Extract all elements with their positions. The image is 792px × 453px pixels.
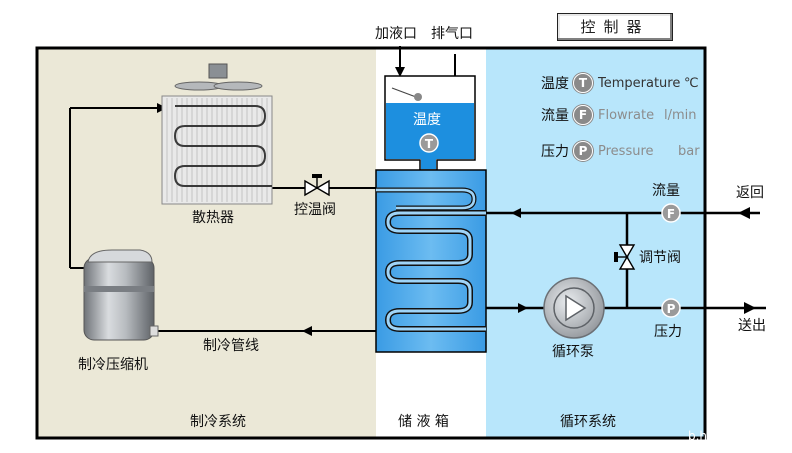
legend-flow-cn: 流量 <box>541 108 569 124</box>
compressor-top <box>87 249 153 263</box>
refrig-pipe-label: 制冷管线 <box>203 338 259 354</box>
temp-valve-handle <box>312 174 322 178</box>
pump-label: 循环泵 <box>552 344 594 360</box>
pressure-icon: P <box>573 141 593 161</box>
float-arm <box>391 87 417 98</box>
pressure-label: 压力 <box>654 324 682 340</box>
outer-frame <box>35 46 707 440</box>
inlet-label: 加液口 <box>375 26 417 42</box>
flowrate-icon: F <box>573 105 593 125</box>
legend-pressure: 压力 P Pressure bar <box>541 140 700 162</box>
pump-arrow-icon <box>565 294 587 322</box>
return-arrow <box>302 326 312 336</box>
compressor-label: 制冷压缩机 <box>78 357 148 373</box>
regulating-valve-label: 调节阀 <box>639 250 681 266</box>
radiator-fins <box>166 98 268 202</box>
compressor-body <box>83 257 155 341</box>
tank-temp-label: 温度 <box>413 112 441 128</box>
return-arrow-in <box>738 207 750 219</box>
evaporator-coil-inner <box>386 211 486 331</box>
temperature-icon: T <box>573 73 593 93</box>
regulating-valve-handle <box>614 252 618 262</box>
evaporator-coil-top-inner <box>376 188 476 210</box>
pressure-sensor <box>661 298 681 318</box>
refrigeration-section-label: 制冷系统 <box>190 414 246 430</box>
supply-arrow-out <box>744 302 756 314</box>
compressor-band <box>84 286 154 292</box>
return-label: 返回 <box>736 185 764 201</box>
legend-pressure-en: Pressure <box>598 143 654 159</box>
float-ball <box>414 93 422 101</box>
legend-flowrate: 流量 F Flowrate l/min <box>541 104 697 126</box>
flow-label: 流量 <box>652 183 680 199</box>
tank-temp-sensor <box>419 133 439 153</box>
legend-temperature: 温度 T Temperature ℃ <box>541 72 699 94</box>
legend-temp-cn: 温度 <box>541 76 569 92</box>
tank-section-label: 储 液 箱 <box>398 414 449 430</box>
radiator-label: 散热器 <box>192 210 234 226</box>
pump-inner <box>553 287 595 329</box>
temp-valve-icon-right <box>315 179 330 197</box>
vent-label: 排气口 <box>431 26 473 42</box>
fan-motor-icon <box>208 63 228 79</box>
outlet-label: 送出 <box>738 318 766 334</box>
legend-temp-en: Temperature <box>598 75 681 91</box>
watermark: b.h <box>688 429 708 443</box>
supply-arrow-pump <box>518 303 528 313</box>
return-arrow-tank <box>511 208 521 218</box>
legend-flow-en: Flowrate <box>598 107 655 123</box>
tank-temp-symbol: T <box>425 137 434 151</box>
temp-valve-label: 控温阀 <box>294 202 336 218</box>
compressor-port <box>149 325 159 337</box>
flow-sensor <box>661 203 681 223</box>
fan-blade-icon-right <box>213 81 263 91</box>
temp-valve-icon <box>304 179 319 197</box>
legend-pressure-cn: 压力 <box>541 144 569 160</box>
legend-temp-unit: ℃ <box>684 75 699 91</box>
regulating-valve-icon <box>618 244 636 259</box>
legend-pressure-unit: bar <box>678 143 700 159</box>
regulating-valve-icon-bottom <box>618 255 636 270</box>
radiator-coil <box>173 105 272 187</box>
controller-button[interactable]: 控制器 <box>557 13 673 41</box>
circulation-section-label: 循环系统 <box>560 414 616 430</box>
circulation-zone <box>486 49 704 437</box>
legend-flow-unit: l/min <box>664 107 697 123</box>
flow-symbol: F <box>667 207 675 221</box>
pressure-symbol: P <box>667 302 676 316</box>
